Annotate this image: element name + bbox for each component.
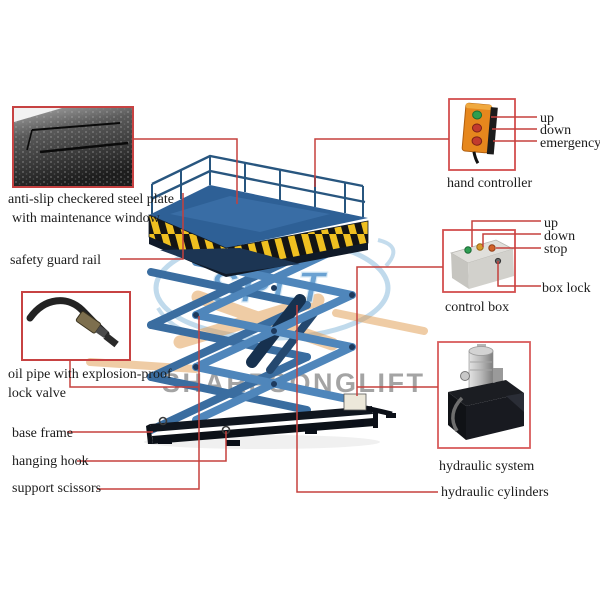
label-cb-up: up bbox=[544, 216, 558, 231]
hand-controller-photo bbox=[448, 98, 516, 171]
label-cb-stop: stop bbox=[544, 242, 568, 257]
label-anti-slip-plate: anti-slip checkered steel plate with mai… bbox=[8, 192, 174, 226]
base-control-unit bbox=[343, 393, 367, 411]
label-cb-down: down bbox=[544, 229, 576, 244]
pendant-up-button bbox=[472, 110, 483, 120]
base-frame-part bbox=[146, 393, 396, 446]
label-box-lock: box lock bbox=[542, 281, 591, 296]
line-hydraulic-cylinders bbox=[296, 305, 438, 493]
steel-plate-photo bbox=[12, 106, 134, 188]
line-support-scissors bbox=[97, 316, 200, 490]
label-hanging-hook: hanging hook bbox=[12, 454, 89, 469]
platform-deck bbox=[148, 185, 369, 277]
line-cb-up bbox=[471, 220, 541, 247]
pendant-emergency-button bbox=[471, 136, 483, 146]
control-box-photo bbox=[442, 229, 516, 293]
label-safety-guard-rail: safety guard rail bbox=[10, 253, 101, 268]
label-support-scissors: support scissors bbox=[12, 481, 102, 496]
cb-down-button bbox=[476, 243, 484, 251]
pendant-down-button bbox=[472, 123, 482, 133]
label-oil-pipe: oil pipe with explosion-proof lock valve bbox=[8, 367, 172, 401]
label-control-box: control box bbox=[445, 300, 510, 315]
scissor-pivots bbox=[193, 285, 355, 387]
line-cb-down bbox=[482, 233, 541, 247]
label-pendant-down: down bbox=[540, 123, 572, 138]
label-base-frame: base frame bbox=[12, 426, 74, 441]
scissor-lift-illustration bbox=[144, 154, 396, 449]
line-safety-guard-rail bbox=[120, 193, 184, 260]
line-anti-slip-plate bbox=[133, 138, 238, 204]
oil-pipe-photo bbox=[21, 291, 131, 361]
label-pendant-emergency: emergency bbox=[540, 136, 600, 151]
label-hand-controller: hand controller bbox=[447, 176, 533, 191]
label-pendant-up: up bbox=[540, 111, 554, 126]
line-hand-controller bbox=[314, 138, 449, 187]
label-hydraulic-cylinders: hydraulic cylinders bbox=[441, 485, 549, 500]
line-box-lock bbox=[497, 261, 541, 287]
safety-guard-rail-part bbox=[150, 154, 366, 217]
line-control-box bbox=[356, 266, 443, 396]
line-oil-pipe bbox=[69, 360, 199, 388]
label-hydraulic-system: hydraulic system bbox=[439, 459, 535, 474]
hydraulic-system-photo bbox=[437, 341, 531, 449]
cb-up-button bbox=[464, 246, 472, 254]
cb-stop-button bbox=[488, 244, 496, 252]
callout-lines bbox=[67, 116, 541, 493]
line-hanging-hook bbox=[77, 431, 227, 462]
